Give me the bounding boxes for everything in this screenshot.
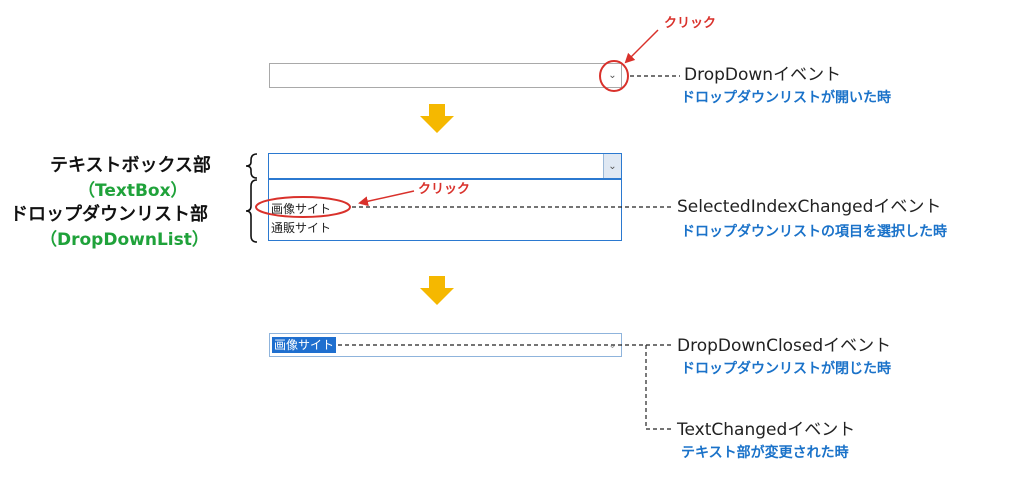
dropdown-list[interactable]: 画像サイト 通販サイト: [268, 179, 622, 241]
selected-text: 画像サイト: [272, 337, 337, 353]
click-arrow-2: [358, 190, 415, 207]
down-arrow-icon: [420, 104, 454, 133]
chevron-down-icon[interactable]: ⌄: [608, 70, 617, 81]
event-desc-dropdownclosed: ドロップダウンリストが閉じた時: [681, 361, 891, 377]
click-arrow-1: [624, 29, 659, 64]
list-item[interactable]: 通販サイト: [271, 221, 332, 235]
label-dropdown-en: （DropDownList）: [40, 230, 209, 250]
event-name-dropdownclosed: DropDownClosedイベント: [677, 336, 892, 356]
event-desc-textchanged: テキスト部が変更された時: [681, 445, 849, 461]
event-name-selectedindexchanged: SelectedIndexChangedイベント: [677, 197, 942, 217]
event-desc-dropdown: ドロップダウンリストが開いた時: [681, 90, 891, 106]
label-dropdown-part: ドロップダウンリスト部: [10, 204, 208, 225]
down-arrow-icon: [420, 276, 454, 305]
brace-textbox: [245, 153, 258, 179]
click-annotation-1: クリック: [664, 16, 717, 31]
highlight-circle-chevron: [599, 60, 629, 92]
event-name-textchanged: TextChangedイベント: [677, 420, 856, 440]
label-textbox-en: （TextBox）: [78, 181, 188, 201]
event-desc-selectedindexchanged: ドロップダウンリストの項目を選択した時: [681, 224, 947, 240]
connector-textchanged: [645, 345, 672, 430]
label-textbox-part: テキストボックス部: [50, 155, 211, 176]
combobox-closed[interactable]: ⌄: [269, 63, 622, 88]
chevron-down-icon[interactable]: ⌄: [603, 154, 621, 178]
list-item[interactable]: 画像サイト: [271, 202, 332, 216]
combobox-open[interactable]: ⌄: [268, 153, 622, 179]
highlight-circle-item: [255, 196, 351, 218]
event-name-dropdown: DropDownイベント: [684, 65, 842, 85]
brace-dropdown: [245, 179, 258, 243]
click-annotation-2: クリック: [418, 182, 471, 197]
